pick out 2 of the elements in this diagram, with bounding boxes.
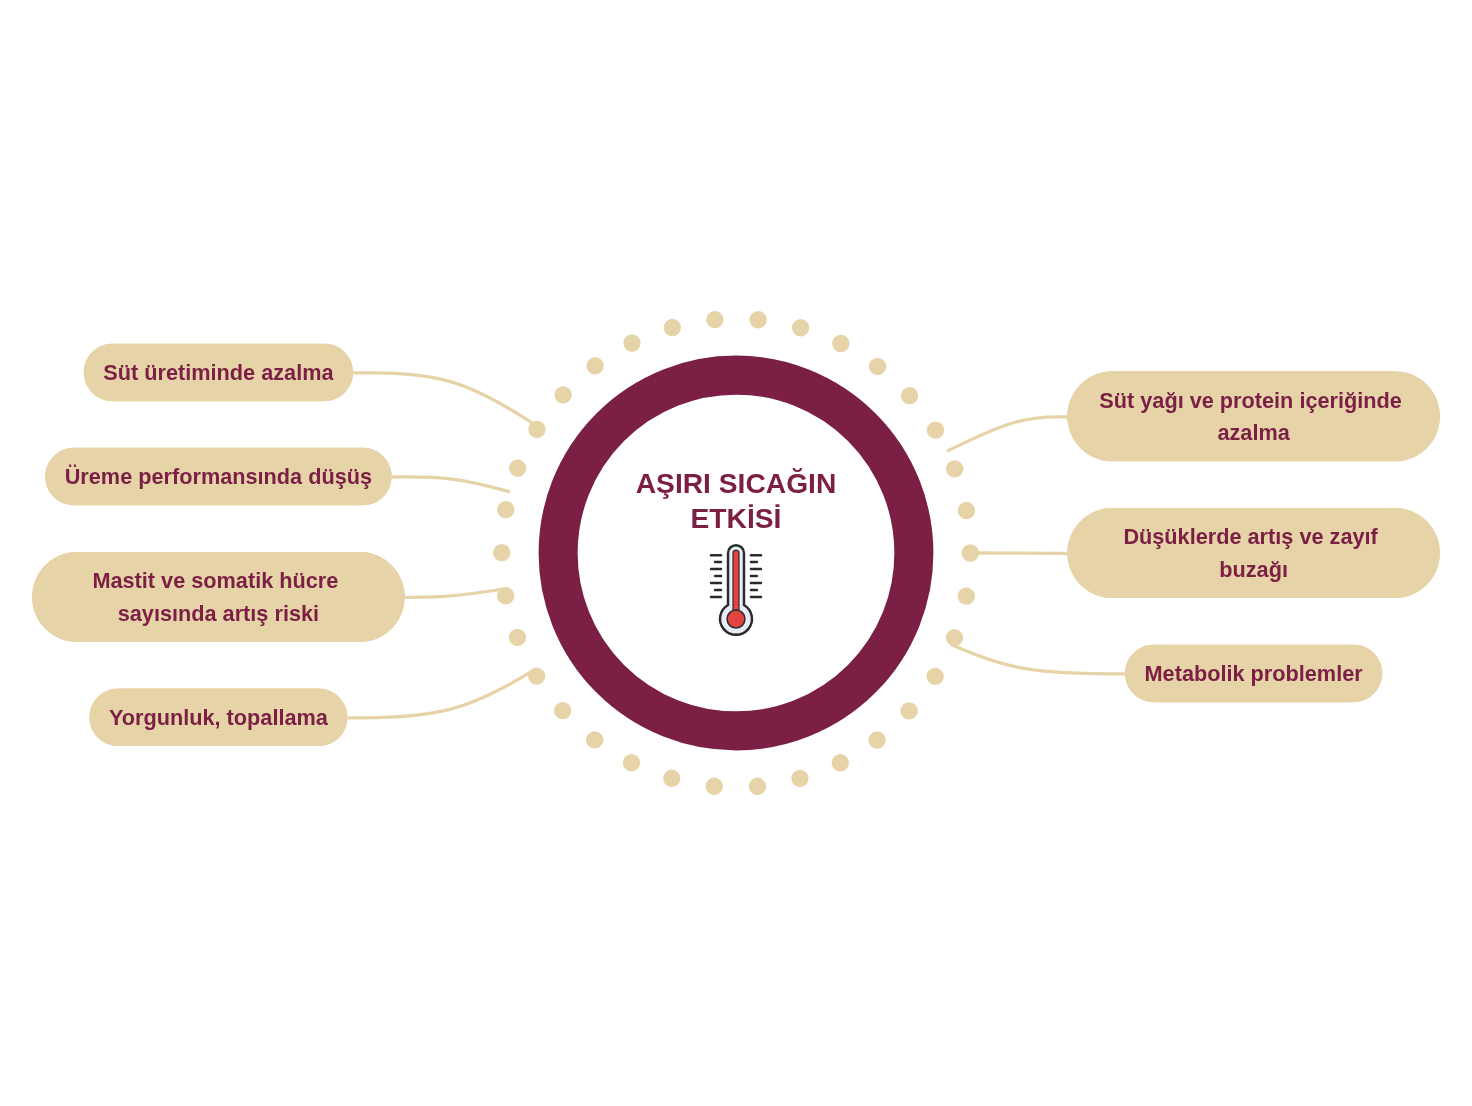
node-circle: AŞIRI SICAĞIN ETKİSİ — [493, 310, 979, 796]
connector — [391, 475, 511, 494]
